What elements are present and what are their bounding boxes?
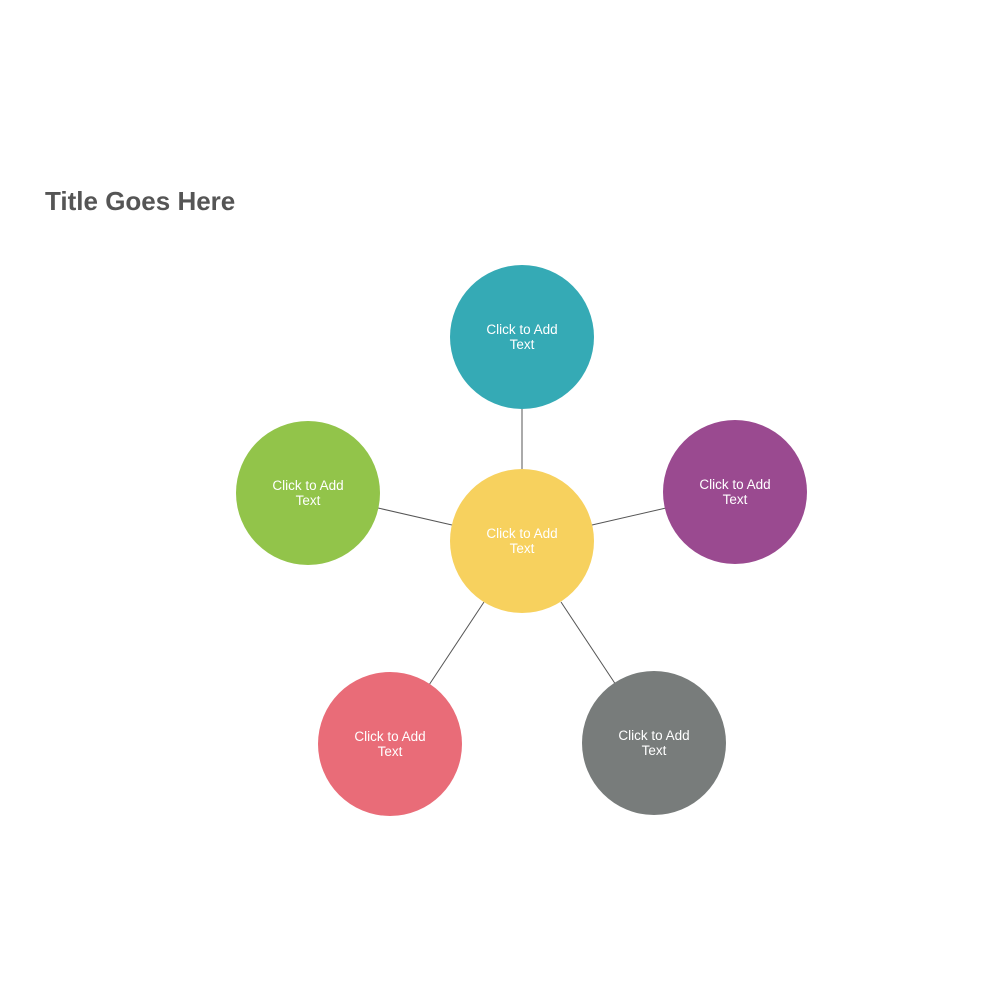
page-title[interactable]: Title Goes Here [45,186,236,216]
connector-right [591,507,667,526]
connector-left [377,507,453,526]
connector-bottom-right [560,601,617,686]
connector-bottom-left [428,601,485,686]
